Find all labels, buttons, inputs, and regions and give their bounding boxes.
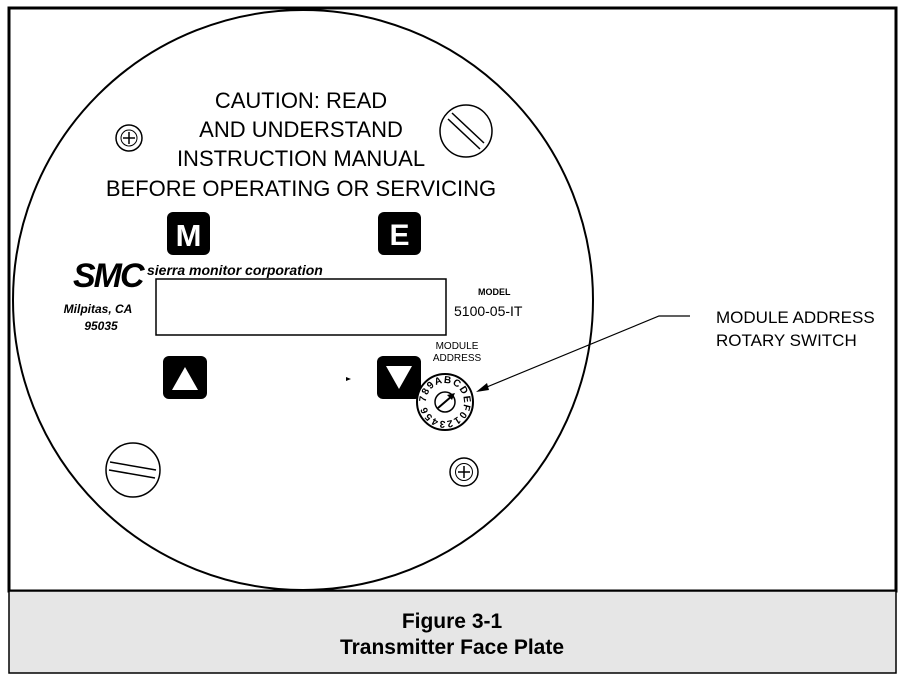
callout-arrowhead-icon: [476, 383, 489, 392]
company-city: Milpitas, CA: [64, 302, 133, 316]
up-triangle-icon: [172, 367, 198, 390]
company-zip: 95035: [84, 319, 118, 333]
phillips-screw-top-left-icon: [115, 124, 143, 152]
module-address-rotary-switch[interactable]: 789ABCDEF0123456: [416, 373, 474, 431]
up-button[interactable]: [163, 356, 207, 399]
figure-border: [7, 6, 898, 593]
enter-button[interactable]: E: [378, 212, 421, 255]
callout-line-2: ROTARY SWITCH: [716, 331, 857, 350]
module-address-label-line-2: ADDRESS: [433, 353, 482, 364]
faceplate-circle: [12, 9, 594, 591]
slotted-screw-top-right-icon: [439, 104, 493, 158]
phillips-screw-bottom-right-icon: [449, 457, 479, 487]
mode-button-label: M: [176, 218, 202, 253]
mode-button[interactable]: M: [167, 212, 210, 255]
enter-button-label: E: [389, 219, 409, 252]
caution-line-2: AND UNDERSTAND: [199, 117, 403, 142]
down-button[interactable]: [377, 356, 421, 399]
figure-title: Transmitter Face Plate: [339, 636, 565, 659]
display-window: [155, 278, 447, 336]
callout-leader-line: [481, 315, 690, 390]
caption-box: [8, 590, 897, 674]
down-triangle-icon: [386, 366, 412, 389]
small-pointer-mark: [346, 377, 351, 381]
callout-line-1: MODULE ADDRESS: [716, 308, 875, 327]
figure-number: Figure 3-1: [401, 610, 503, 633]
model-number: 5100-05-IT: [454, 303, 523, 319]
caution-line-3: INSTRUCTION MANUAL: [177, 146, 425, 171]
module-address-label-line-1: MODULE: [436, 341, 479, 352]
smc-logo: SMC: [73, 257, 145, 295]
company-name: sierra monitor corporation: [147, 262, 323, 278]
rotary-switch-arrow-icon: [437, 395, 453, 409]
caution-line-1: CAUTION: READ: [215, 88, 387, 113]
model-label: MODEL: [478, 287, 511, 297]
caution-line-4: BEFORE OPERATING OR SERVICING: [106, 176, 496, 201]
slotted-screw-bottom-left-icon: [105, 442, 161, 498]
